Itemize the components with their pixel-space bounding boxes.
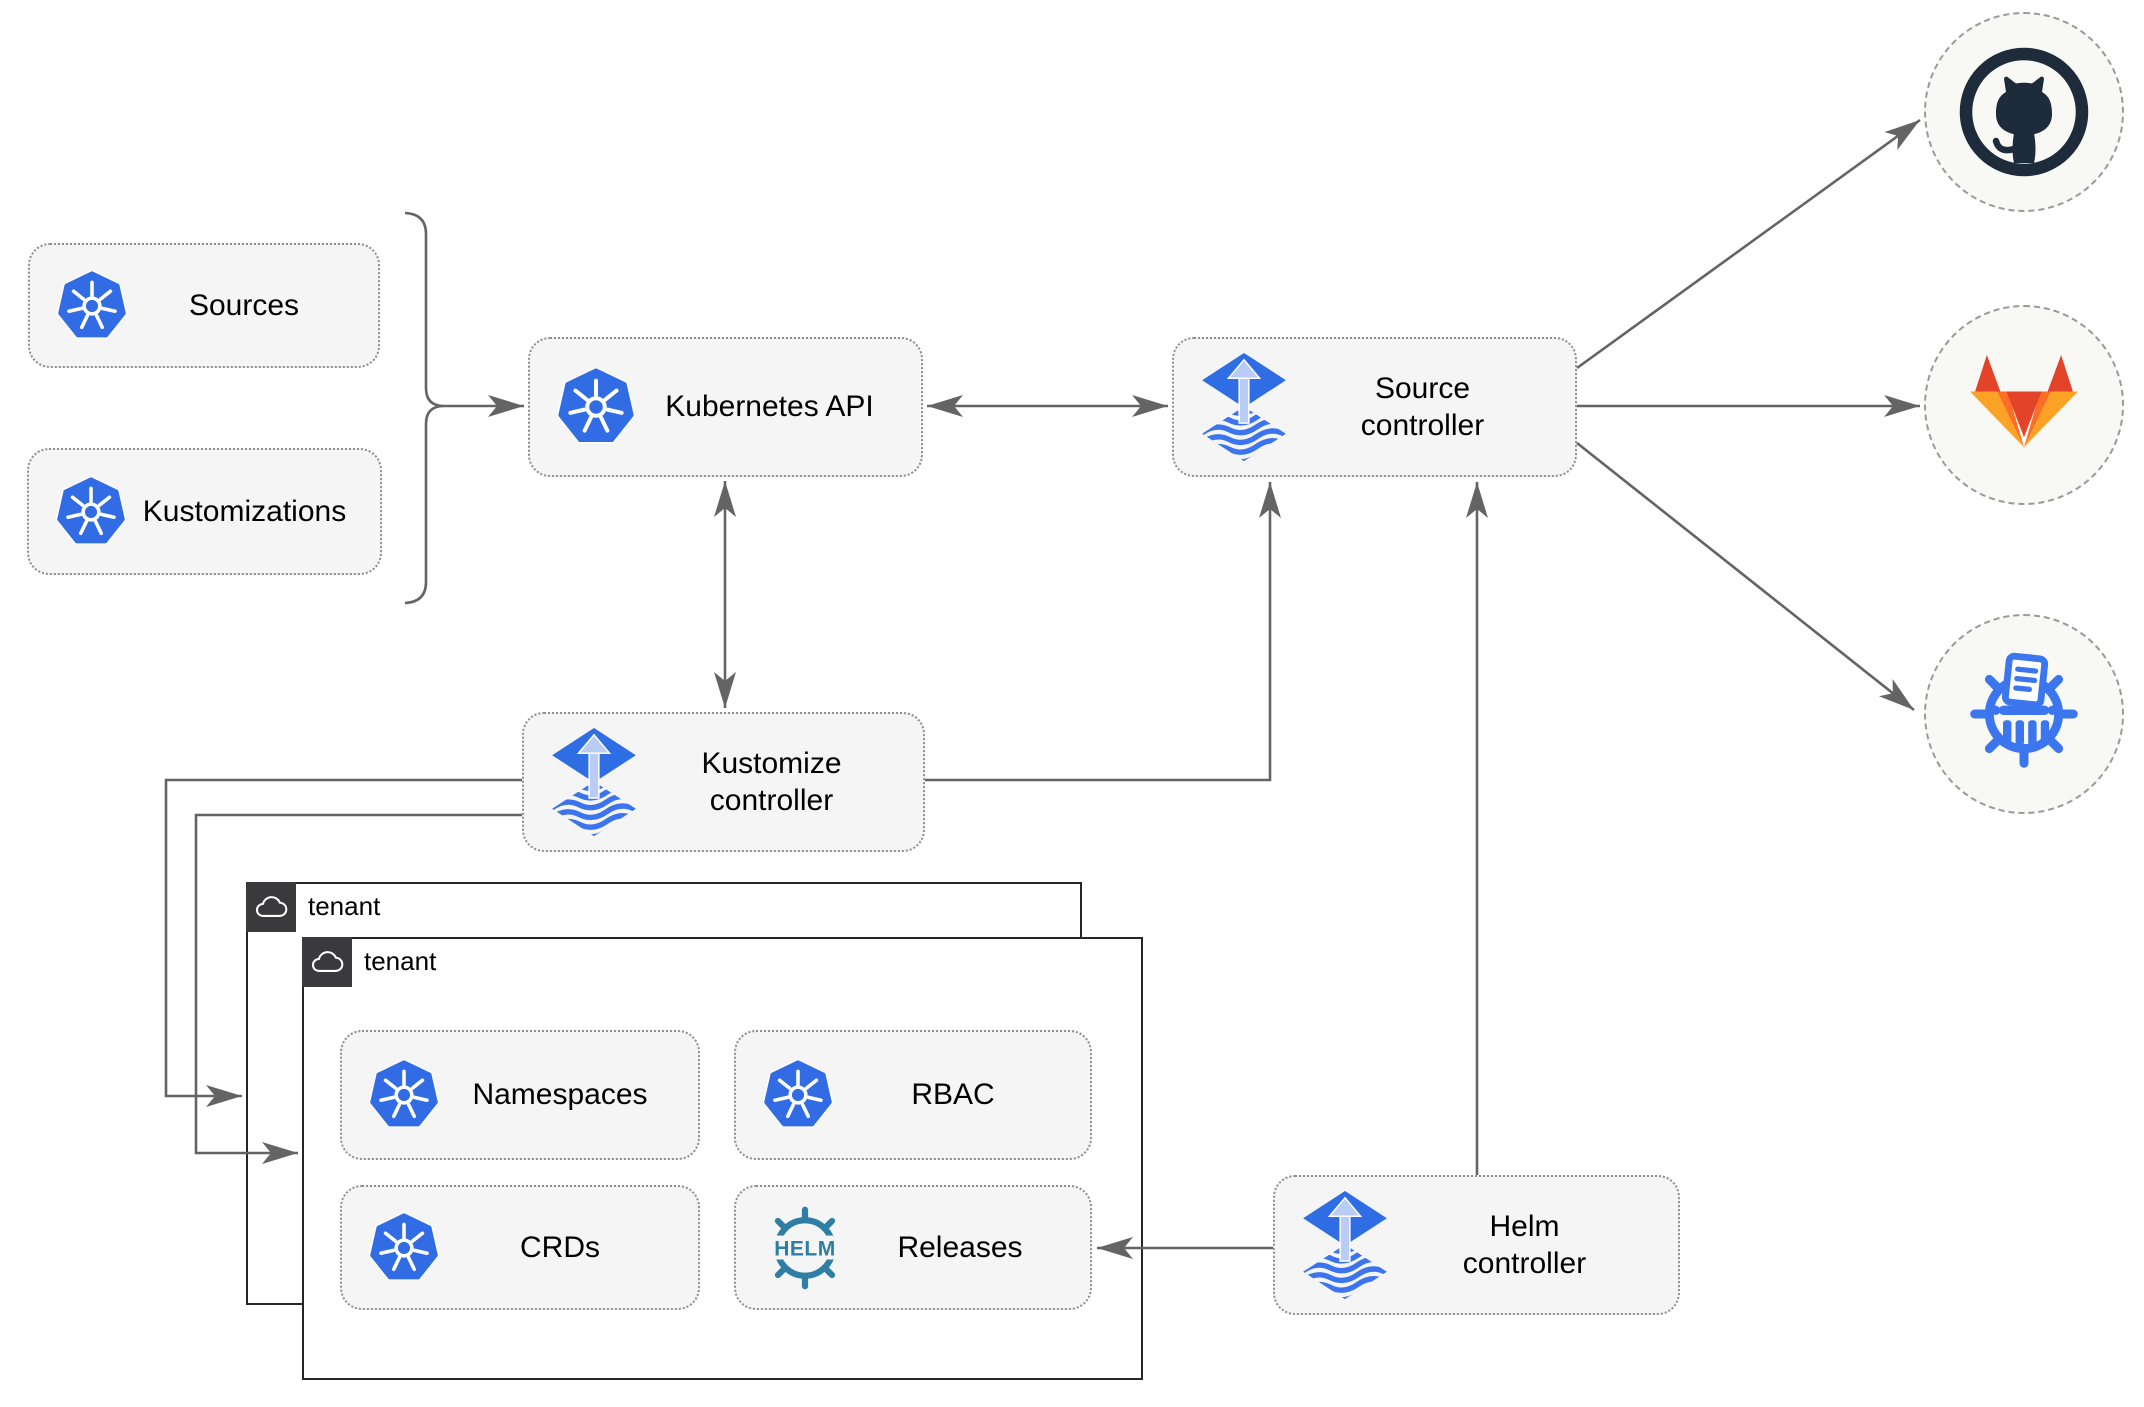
helm-icon-text: HELM: [774, 1237, 835, 1260]
node-sources: Sources: [28, 243, 380, 368]
endpoint-gitlab: [1924, 305, 2124, 505]
node-label: Kustomize controller: [638, 745, 905, 819]
registry-wheel-icon: [1961, 651, 2087, 777]
flux-icon: [1200, 351, 1288, 464]
flux-icon: [1301, 1189, 1389, 1302]
github-icon: [1954, 42, 2094, 182]
cloud-icon: [310, 950, 344, 974]
tenant-header: [245, 881, 296, 932]
node-label: Source controller: [1288, 370, 1557, 444]
gitlab-icon: [1963, 351, 2085, 459]
node-namespaces: Namespaces: [340, 1030, 700, 1160]
node-source-controller: Source controller: [1172, 337, 1577, 477]
tenant-label: tenant: [364, 946, 437, 976]
kubernetes-icon: [368, 1213, 440, 1283]
node-kubernetes-api: Kubernetes API: [528, 337, 923, 477]
edge-source-controller-to-registry: [1576, 441, 1915, 712]
node-label-text: Kustomize controller: [701, 746, 842, 817]
kubernetes-icon: [762, 1060, 834, 1130]
edge-kustomize-to-source-controller: [925, 482, 1281, 782]
node-kustomize-controller: Kustomize controller: [522, 712, 925, 852]
kubernetes-icon: [368, 1060, 440, 1130]
kubernetes-icon: [56, 271, 128, 341]
node-label: CRDs: [520, 1230, 600, 1264]
node-label: Releases: [897, 1230, 1023, 1264]
node-helm-controller: Helm controller: [1273, 1175, 1680, 1315]
node-rbac: RBAC: [734, 1030, 1092, 1160]
node-label: RBAC: [911, 1078, 995, 1112]
endpoint-oci-registry: [1924, 614, 2124, 814]
node-label: Sources: [188, 288, 300, 322]
tenant-label: tenant: [308, 891, 381, 921]
tenant-header: [301, 936, 352, 987]
node-label: Helm controller: [1389, 1208, 1660, 1282]
edge-source-controller-to-github: [1576, 118, 1921, 370]
cloud-icon: [254, 895, 288, 919]
node-releases: HELM Releases: [734, 1185, 1092, 1310]
kubernetes-icon: [55, 477, 127, 547]
node-label: Kustomizations: [142, 494, 347, 528]
node-label: Namespaces: [472, 1078, 648, 1112]
kubernetes-icon: [556, 368, 636, 446]
node-label-text: Helm controller: [1462, 1209, 1587, 1280]
helm-icon: HELM: [762, 1205, 848, 1291]
flux-icon: [550, 726, 638, 839]
endpoint-github: [1924, 12, 2124, 212]
node-kustomizations: Kustomizations: [27, 448, 382, 575]
node-label-text: Source controller: [1360, 371, 1485, 442]
bracket-sources-group: [404, 211, 445, 605]
node-crds: CRDs: [340, 1185, 700, 1310]
node-label: Kubernetes API: [665, 390, 874, 424]
